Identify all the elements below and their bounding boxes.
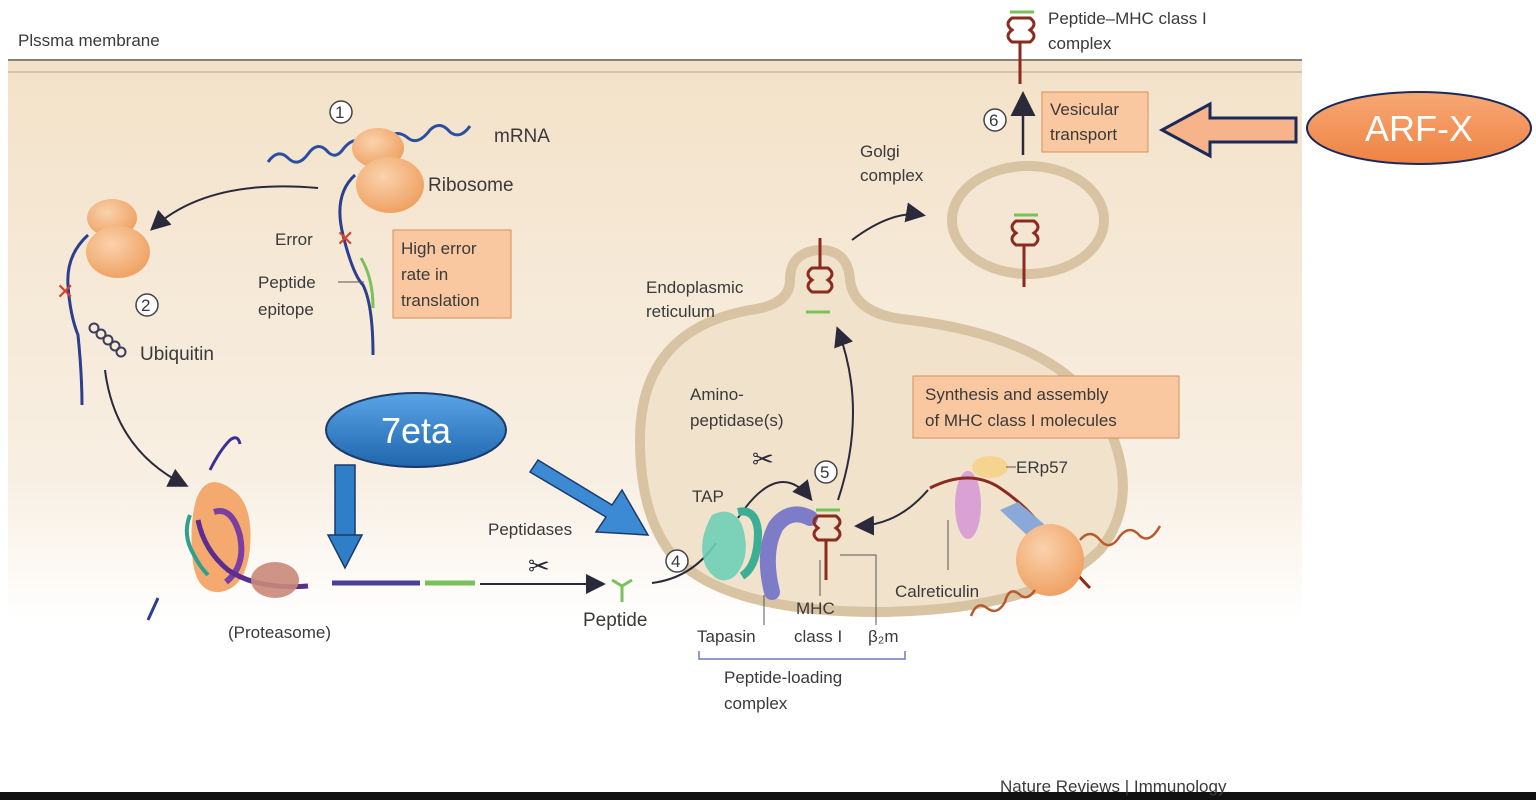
arfx-callout-text: ARF-X: [1365, 108, 1473, 149]
tap-transporter: [702, 507, 763, 581]
peptidases-label: Peptidases: [488, 520, 572, 539]
step-1-number: 1: [335, 103, 344, 122]
proteasome: [146, 436, 309, 621]
ubiquitin-chain: [88, 322, 127, 358]
arrow-assembly-to-mhc: [854, 489, 929, 536]
pmhc-label-2: complex: [1048, 34, 1112, 53]
plc-bracket: [698, 651, 906, 660]
endoplasmic-reticulum: [634, 244, 1128, 618]
amino-label-2: peptidase(s): [690, 411, 784, 430]
nascent-peptide: [338, 173, 375, 356]
b2m-pointer: [840, 554, 877, 625]
step-4-number: 4: [671, 552, 680, 571]
error-mark-2: ✕: [56, 280, 74, 305]
b2m-label: β₂m: [868, 627, 899, 646]
high-error-line-2: rate in: [401, 265, 448, 284]
mhc-label-1: MHC: [796, 599, 835, 618]
step-6-badge: [983, 108, 1007, 132]
ubiquitin-label: Ubiquitin: [140, 344, 214, 365]
step-4-badge: [665, 549, 689, 573]
tapasin-shape: [759, 506, 818, 600]
proteasome-label: (Proteasome): [228, 623, 331, 642]
ribosome-er: [1016, 524, 1084, 596]
footer-bar: [0, 792, 1536, 800]
mrna-label: mRNA: [494, 126, 550, 147]
plc-label-2: complex: [724, 694, 788, 713]
er-label-2: reticulum: [646, 302, 715, 321]
mhc-label-2: class I: [794, 627, 842, 646]
arrow-to-step-2: [150, 185, 319, 231]
vesicular-line-2: transport: [1050, 125, 1117, 144]
mhc-at-surface: [1006, 10, 1036, 84]
plc-label-1: Peptide-loading: [724, 668, 842, 687]
step-5-number: 5: [820, 463, 829, 482]
footer-credit: Nature Reviews | Immunology: [1000, 777, 1227, 796]
synthesis-line-1: Synthesis and assembly: [925, 385, 1109, 404]
high-error-line-3: translation: [401, 291, 479, 310]
plasma-membrane-label: Plssma membrane: [18, 31, 160, 50]
peptide-epitope-label-1: Peptide: [258, 273, 316, 292]
er-label-1: Endoplasmic: [646, 278, 744, 297]
tap-label: TAP: [692, 487, 724, 506]
calreticulin-label: Calreticulin: [895, 582, 979, 601]
amino-label-1: Amino-: [690, 385, 744, 404]
erp57-shape: [972, 456, 1008, 478]
mhc-in-er-bud: [806, 238, 834, 314]
high-error-line-1: High error: [401, 239, 477, 258]
high-error-box: [392, 229, 512, 319]
tapasin-label: Tapasin: [697, 627, 756, 646]
step-5-badge: [814, 460, 838, 484]
peptide-icon: [611, 578, 633, 602]
ribosome-label: Ribosome: [428, 175, 514, 196]
nascent-peptide-epitope: [359, 257, 375, 309]
step-2-badge: [135, 293, 159, 317]
zeta-callout: [325, 392, 507, 468]
pmhc-label-1: Peptide–MHC class I: [1048, 9, 1207, 28]
step-6-number: 6: [989, 111, 998, 130]
erp57-label: ERp57: [1016, 458, 1068, 477]
vesicular-transport-box: [1041, 91, 1149, 153]
step-2-number: 2: [141, 296, 150, 315]
mhc-at-plc: [812, 508, 842, 580]
step-1-badge: [329, 100, 353, 124]
vesicular-line-1: Vesicular: [1050, 100, 1119, 119]
scissors-icon-2: ✂: [752, 445, 774, 475]
ribosome-2-large: [86, 226, 150, 278]
error-mark: ✕: [336, 227, 354, 252]
ribosome-large-subunit: [356, 157, 424, 213]
peptide-epitope-label-2: epitope: [258, 300, 314, 319]
synthesis-line-2: of MHC class I molecules: [925, 411, 1117, 430]
calreticulin-shape: [955, 471, 981, 539]
arfx-left-arrow: [1158, 101, 1298, 159]
error-label: Error: [275, 230, 313, 249]
zeta-diagonal-arrow: [528, 458, 650, 536]
arrow-tap-to-mhc: [737, 479, 813, 519]
synthesis-box: [912, 375, 1180, 439]
arfx-callout: [1306, 91, 1532, 165]
golgi-label-1: Golgi: [860, 142, 900, 161]
peptide-label: Peptide: [583, 610, 647, 631]
arrow-step5-to-bud: [834, 326, 854, 501]
ubiquitinated-peptide: [66, 233, 90, 406]
scissors-icon: ✂: [528, 552, 550, 582]
mrna-er: [969, 525, 1162, 617]
mhc-in-golgi: [1010, 213, 1040, 287]
zeta-down-arrow: [326, 464, 364, 570]
golgi-label-2: complex: [860, 166, 924, 185]
zeta-callout-text: 7eta: [381, 410, 452, 451]
arrow-er-to-golgi: [851, 202, 926, 241]
arrow-to-proteasome: [104, 369, 189, 487]
